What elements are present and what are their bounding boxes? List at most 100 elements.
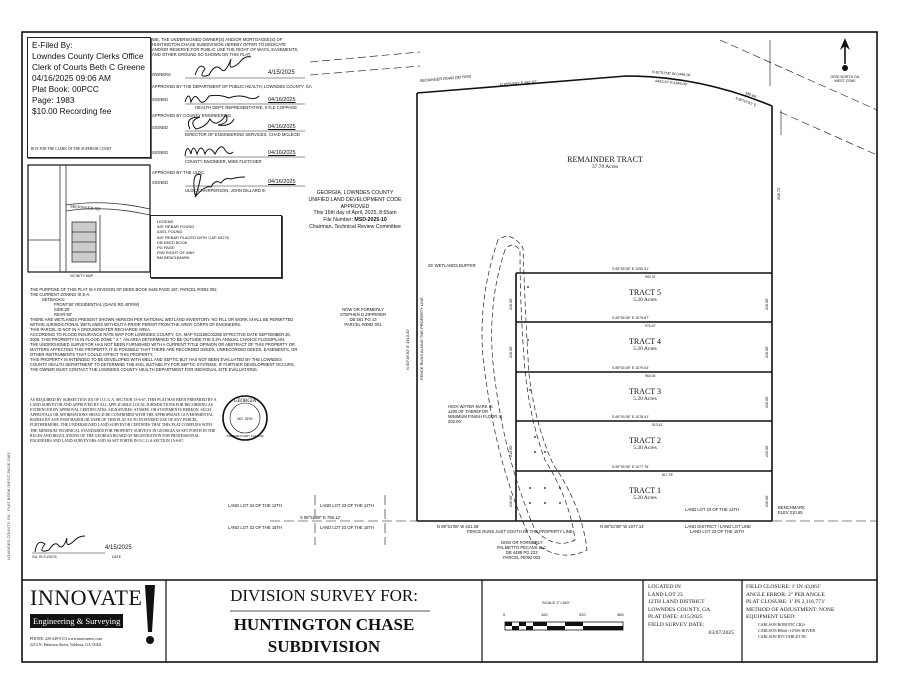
tract3-east-side: 210.00' xyxy=(765,396,769,408)
wetlands-buffer-label: 25' WETLANDS BUFFER xyxy=(428,263,476,268)
curve-arc: A452.87' R:1845.00' xyxy=(655,79,688,86)
curve-chord: N 82°51'56" W C449.16' xyxy=(652,70,691,77)
tract5-east-side: 210.00' xyxy=(765,298,769,310)
closure-line: PLAT CLOSURE: 1' IN 2,116,773' xyxy=(746,599,825,606)
sheet-border xyxy=(21,31,878,663)
project-name-line-1: HUNTINGTON CHASE xyxy=(233,615,415,634)
note: ACCORDING TO FLOOD INSURANCE RATE MAP FO… xyxy=(30,332,291,342)
tract-name: TRACT 2 xyxy=(628,436,662,445)
tract3-inner: 964.04' xyxy=(645,374,657,378)
tract-acres: 5.20 Acres xyxy=(633,346,657,352)
tract-name: TRACT 3 xyxy=(628,387,662,396)
file-number: MSD-2025-10 xyxy=(354,217,387,224)
efile-line: Plat Book: 00PCC xyxy=(32,84,99,94)
vicinity-map xyxy=(27,164,151,273)
tract-acres: 5.20 Acres xyxy=(633,396,657,402)
north-property-line xyxy=(416,75,773,107)
legend-item: 5/8" REBAR PLACED WITH CAP #3276 xyxy=(157,234,229,240)
land-lot-23-12th-west: LAND LOT 23 OF THE 12TH xyxy=(320,503,375,508)
scale-tick: 160 xyxy=(541,612,548,617)
owner-signature xyxy=(194,56,252,77)
location-line: LAND LOT 23 xyxy=(648,591,683,598)
neighbor-line: DB 4488 PG 223 xyxy=(505,550,538,555)
location-line: FIELD SURVEY DATE: xyxy=(648,621,705,628)
closure-line: FIELD CLOSURE: 1' IN 43,863' xyxy=(746,584,821,590)
remainder-name: REMAINDER TRACT xyxy=(567,155,643,164)
scale-tick: 0 xyxy=(503,612,506,617)
land-lot-23-12th: LAND LOT 23 OF THE 12TH xyxy=(685,507,740,512)
efile-stamp-box: E-Filed By: Lowndes County Clerks Office… xyxy=(27,37,151,158)
north-label: GRID NORTH GA WEST ZONE xyxy=(830,75,860,83)
scale-label: SCALE 1"=160' xyxy=(542,600,570,605)
tract-name: TRACT 4 xyxy=(628,337,662,346)
neighbor-line: NOW OR FORMERLY xyxy=(342,307,384,312)
equipment-line: CARLSON RT3 TABLET DC xyxy=(758,633,807,639)
legend-item: R/W RIGHT OF WAY xyxy=(157,250,195,256)
engineering-approval-label: APPROVED BY COUNTY ENGINEERING xyxy=(152,113,232,118)
west-line-bearing: N 00°16'30" E 1913.32' xyxy=(405,329,410,370)
fence-south-note: FENCE RUNS JUST SOUTH OF THE PROPERTY LI… xyxy=(467,529,573,534)
company-block: INNOVATE Engineering & Surveying PHONE: … xyxy=(30,582,145,660)
health-signature xyxy=(184,94,260,104)
neighbor-line: PARCEL #0092 003 xyxy=(503,555,541,560)
road-right-of-way xyxy=(309,39,878,156)
owners-label: OWNERS xyxy=(152,72,171,77)
closure-line: EQUIPMENT USED: xyxy=(746,614,796,621)
legend-item: PG PAGE xyxy=(157,245,175,251)
owner-statement: WE, THE UNDERSIGNED OWNER(S) AND/OR MORT… xyxy=(152,37,299,57)
scale-tick: 320 xyxy=(579,612,586,617)
note: THE PURPOSE OF THIS PLAT IS A DIVISION O… xyxy=(30,287,218,292)
tract5-bearing: S 89°51'08" E 1090.31' xyxy=(612,267,649,271)
road-distance-2: 180.96' xyxy=(745,91,758,99)
tract2-bearing: S 89°51'08" E 1078.41' xyxy=(612,415,649,419)
health-date: 04/16/2025 xyxy=(268,97,296,103)
innovate-logo-exclamation xyxy=(145,585,155,644)
tract3-bearing: S 89°51'08" E 1079.04' xyxy=(612,366,649,370)
efile-footer: BOX FOR THE CLERK OF THE SUPERIOR COURT xyxy=(31,147,112,151)
closure-line: METHOD OF ADJUSTMENT: NONE xyxy=(746,606,835,613)
district-line-label: LAND DISTRICT / LAND LOT LINE xyxy=(685,524,751,529)
south-bearing-2: N 89°51'08" W 421.36' xyxy=(437,524,480,529)
tract4-bearing: S 89°51'08" E 1079.67' xyxy=(612,316,649,320)
efile-line: Lowndes County Clerks Office xyxy=(32,51,144,61)
location-line: 12TH LAND DISTRICT xyxy=(648,599,705,606)
neighbor-line: NOW OR FORMERLY xyxy=(500,540,543,545)
tract-acres: 5.20 Acres xyxy=(633,495,657,501)
high-water-note: HIGH WATER MARK IS ±200.00' THEREFOR MIN… xyxy=(448,404,503,424)
legend-item: BM BENCHMARK xyxy=(157,255,190,261)
land-lot-22-15th: LAND LOT 22 OF THE 15TH xyxy=(228,525,283,530)
location-line: LOCATED IN xyxy=(648,584,681,590)
tract2-inner: 913.41' xyxy=(652,423,664,427)
tract4-inner: 976.67' xyxy=(645,324,657,328)
signed-label: SIGNED xyxy=(152,180,169,185)
uldc-approval-label: APPROVED BY THE ULDC xyxy=(152,170,204,175)
remainder-tract-label: REMAINDER TRACT 37.70 Acres xyxy=(535,155,675,170)
location-line: PLAT DATE: 4/15/2025 xyxy=(648,614,703,621)
title-block-columns xyxy=(165,580,743,662)
surveyor-certificate: AS REQUIRED BY SUBSECTION (d) OF O.C.G.A… xyxy=(30,398,217,443)
efile-line: $10.00 Recording fee xyxy=(32,106,112,116)
neighbor-line: DB 561 PG 13 xyxy=(349,317,377,322)
signature-lines xyxy=(32,77,305,554)
margin-recording-text: LOWNDES COUNTY, GA · PLAT BOOK 00PCC PAG… xyxy=(6,452,11,560)
company-subtitle: Engineering & Surveying xyxy=(30,614,124,628)
neighbor-line: PALMETTO PECANS LLC xyxy=(497,545,547,550)
signed-label: SIGNED xyxy=(152,150,169,155)
tract-name: TRACT 5 xyxy=(628,288,662,297)
efile-line: 04/16/2025 09:06 AM xyxy=(32,73,111,83)
county-engineer-signature xyxy=(184,146,234,157)
road-label: SECKINGER ROAD (80' R/W) xyxy=(420,74,472,83)
health-approval-label: APPROVED BY THE DEPARTMENT OF PUBLIC HEA… xyxy=(152,84,312,89)
note: THERE ARE WETLANDS PRESENT SHOWN HEREON … xyxy=(30,317,294,327)
tract1-east-side: 210.00' xyxy=(765,495,769,507)
tract2-west-side: 210.00' xyxy=(509,445,513,457)
tract5-west-side: 210.00' xyxy=(509,298,513,310)
health-name: HEALTH DEPT. REPRESENTATIVE, KYLE COPPAG… xyxy=(195,105,298,110)
approval-line: UNIFIED LAND DEVELOPMENT CODE xyxy=(308,196,402,203)
road-bearing-1: N 85°53'50" E 887.07' xyxy=(500,80,538,87)
location-line: LOWNDES COUNTY, GA xyxy=(648,606,711,613)
engineering-name: DIRECTOR OF ENGINEERING SERVICES, CHAD M… xyxy=(185,132,300,137)
file-number-label: File Number: xyxy=(323,217,353,224)
